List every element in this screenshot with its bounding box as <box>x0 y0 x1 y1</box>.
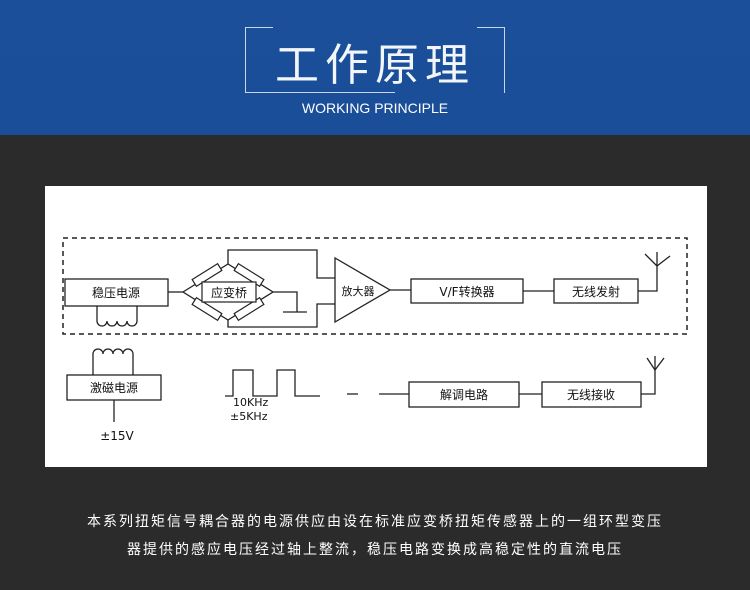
block-diagram: 稳压电源 应变桥 放大器 V/F转换器 <box>62 237 688 443</box>
tx-antenna-icon <box>644 252 671 267</box>
strain-bridge-block: 应变桥 <box>181 262 275 322</box>
vf-converter-label: V/F转换器 <box>439 284 494 299</box>
stabilized-power-label: 稳压电源 <box>92 285 140 300</box>
frequency-center-label: 10KHz <box>233 396 268 409</box>
caption-line-2: 器提供的感应电压经过轴上整流，稳压电路变换成高稳定性的直流电压 <box>127 542 623 558</box>
transformer-coil-primary <box>92 348 134 375</box>
demod-circuit-block: 解调电路 <box>408 381 520 408</box>
transformer-coil-secondary <box>96 306 138 327</box>
vf-converter-block: V/F转换器 <box>410 278 524 304</box>
page-title: 工作原理 <box>275 40 475 91</box>
wireless-tx-label: 无线发射 <box>572 284 620 299</box>
wireless-tx-block: 无线发射 <box>553 278 639 304</box>
voltage-label: ±15V <box>100 429 134 443</box>
rx-antenna-icon <box>646 356 665 371</box>
frequency-deviation-label: ±5KHz <box>230 410 268 423</box>
header-banner: 工作原理 WORKING PRINCIPLE <box>0 0 750 135</box>
excitation-power-block: 激磁电源 <box>66 374 162 401</box>
caption-line-1: 本系列扭矩信号耦合器的电源供应由设在标准应变桥扭矩传感器上的一组环型变压 <box>87 514 663 530</box>
demod-circuit-label: 解调电路 <box>440 387 488 402</box>
amplifier-label: 放大器 <box>342 284 375 298</box>
frequency-square-wave <box>225 369 320 397</box>
title-frame: 工作原理 <box>245 27 505 93</box>
diagram-panel: 稳压电源 应变桥 放大器 V/F转换器 <box>45 186 707 467</box>
wireless-rx-block: 无线接收 <box>541 381 642 408</box>
stabilized-power-block: 稳压电源 <box>64 278 169 307</box>
page-subtitle: WORKING PRINCIPLE <box>301 100 449 116</box>
wireless-rx-label: 无线接收 <box>567 387 615 402</box>
excitation-power-label: 激磁电源 <box>90 380 138 395</box>
amplifier-block: 放大器 <box>334 256 392 324</box>
strain-bridge-label: 应变桥 <box>211 285 247 300</box>
